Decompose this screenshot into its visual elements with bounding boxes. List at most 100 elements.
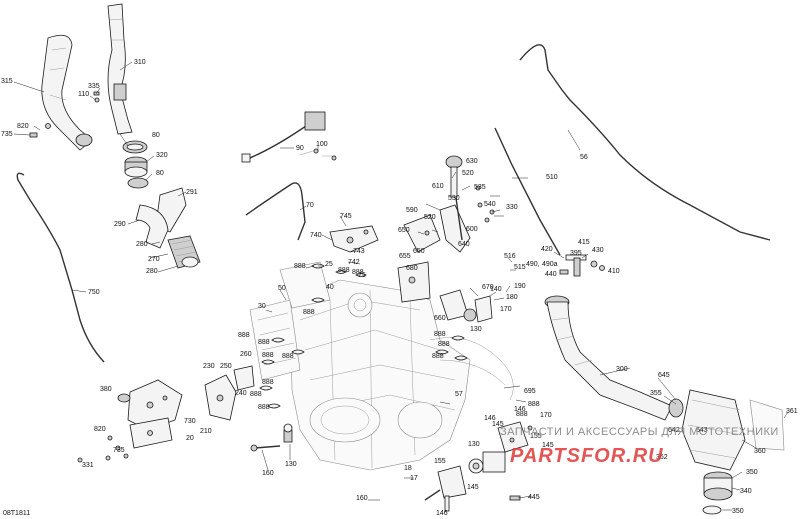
- callout-888: 888: [516, 411, 528, 418]
- clamp-355: [668, 398, 684, 418]
- watermark-text: ЗАПЧАСТИ И АКСЕССУАРЫ ДЛЯ МОТОТЕХНИКИ: [500, 426, 779, 438]
- fasteners-lower: [509, 425, 533, 501]
- fasteners-735: [77, 435, 129, 463]
- clips-888: [259, 263, 468, 409]
- intake-duct-315: [41, 34, 93, 151]
- callout-395: 395: [570, 250, 582, 257]
- heat-shield-361: [749, 399, 785, 451]
- callout-440: 440: [545, 271, 557, 278]
- callout-888: 888: [338, 267, 350, 274]
- callout-80: 80: [156, 170, 164, 177]
- callout-590: 590: [406, 207, 418, 214]
- bracket-230: [204, 374, 237, 421]
- clamp-80-top: [122, 140, 148, 154]
- bracket-740: [329, 225, 379, 253]
- callout-530: 530: [448, 195, 460, 202]
- callout-642: 642: [668, 427, 680, 434]
- callout-350: 350: [746, 469, 758, 476]
- pump-130: [468, 421, 529, 474]
- callout-230: 230: [203, 363, 215, 370]
- callout-888: 888: [528, 401, 540, 408]
- boot-320: [124, 156, 148, 178]
- callout-300: 300: [616, 366, 628, 373]
- diagram-code: 08T1811: [3, 510, 30, 517]
- engine-assembly: [249, 261, 514, 471]
- elbow-290: [135, 204, 169, 249]
- callout-660: 660: [434, 315, 446, 322]
- callout-888: 888: [262, 352, 274, 359]
- shift-knob-630: [445, 155, 463, 198]
- bracket-20: [129, 417, 173, 449]
- callout-730: 730: [184, 418, 196, 425]
- callout-516: 516: [504, 253, 516, 260]
- fasteners-shift: [424, 185, 495, 236]
- callout-742: 742: [348, 259, 360, 266]
- leader-lines: [13, 61, 789, 511]
- callout-25: 25: [325, 261, 333, 268]
- callout-155: 155: [530, 433, 542, 440]
- callout-145: 145: [467, 484, 479, 491]
- callout-57: 57: [455, 391, 463, 398]
- callout-650: 650: [398, 227, 410, 234]
- callout-330: 330: [506, 204, 518, 211]
- callout-695: 695: [524, 388, 536, 395]
- bracket-730: [127, 379, 183, 431]
- tube-750: [16, 172, 105, 363]
- callout-743: 743: [353, 248, 365, 255]
- watermark-brand: PARTSFOR.RU: [510, 445, 664, 467]
- callout-340: 340: [740, 488, 752, 495]
- callout-315: 315: [1, 78, 13, 85]
- callout-535: 535: [474, 184, 486, 191]
- bracket-250: [233, 365, 255, 391]
- callout-56: 56: [580, 154, 588, 161]
- callout-170: 170: [500, 306, 512, 313]
- callout-888: 888: [262, 379, 274, 386]
- callout-80: 80: [152, 132, 160, 139]
- callout-645: 645: [658, 372, 670, 379]
- callout-30: 30: [258, 303, 266, 310]
- callout-640: 640: [458, 241, 470, 248]
- callout-735: 735: [1, 131, 13, 138]
- callout-146: 146: [436, 510, 448, 517]
- callout-labels: 3158207351103353108032080291290280270280…: [1, 59, 798, 517]
- callout-320: 320: [156, 152, 168, 159]
- callout-140: 140: [490, 286, 502, 293]
- callout-430: 430: [592, 247, 604, 254]
- callout-410: 410: [608, 268, 620, 275]
- callout-100: 100: [316, 141, 328, 148]
- harness-70: [245, 182, 306, 241]
- callout-680: 680: [406, 265, 418, 272]
- callout-888: 888: [352, 269, 364, 276]
- callout-310: 310: [134, 59, 146, 66]
- callout-362: 362: [656, 454, 668, 461]
- linkage-410: [559, 254, 605, 277]
- callout-280: 280: [136, 241, 148, 248]
- callout-600: 600: [466, 226, 478, 233]
- bracket-680: [397, 261, 431, 303]
- muffler-360: [681, 389, 746, 471]
- callout-750: 750: [88, 289, 100, 296]
- callout-290: 290: [114, 221, 126, 228]
- callout-335: 335: [88, 83, 100, 90]
- callout-130: 130: [285, 461, 297, 468]
- callout-643: 643: [696, 427, 708, 434]
- callout-888: 888: [238, 332, 250, 339]
- callout-361: 361: [786, 408, 798, 415]
- callout-291: 291: [186, 189, 198, 196]
- callout-420: 420: [541, 246, 553, 253]
- callout-75: 75: [358, 272, 366, 279]
- callout-146: 146: [514, 406, 526, 413]
- callout-510: 510: [546, 174, 558, 181]
- callout-280: 280: [146, 268, 158, 275]
- callout-17: 17: [410, 475, 418, 482]
- callout-888: 888: [282, 353, 294, 360]
- callout-180: 180: [506, 294, 518, 301]
- callout-270: 270: [148, 256, 160, 263]
- callout-240: 240: [235, 390, 247, 397]
- callout-40: 40: [326, 284, 334, 291]
- callout-130: 130: [470, 326, 482, 333]
- callout-20: 20: [186, 435, 194, 442]
- bellows-270: [167, 235, 201, 269]
- callout-630: 630: [466, 158, 478, 165]
- callout-888: 888: [303, 309, 315, 316]
